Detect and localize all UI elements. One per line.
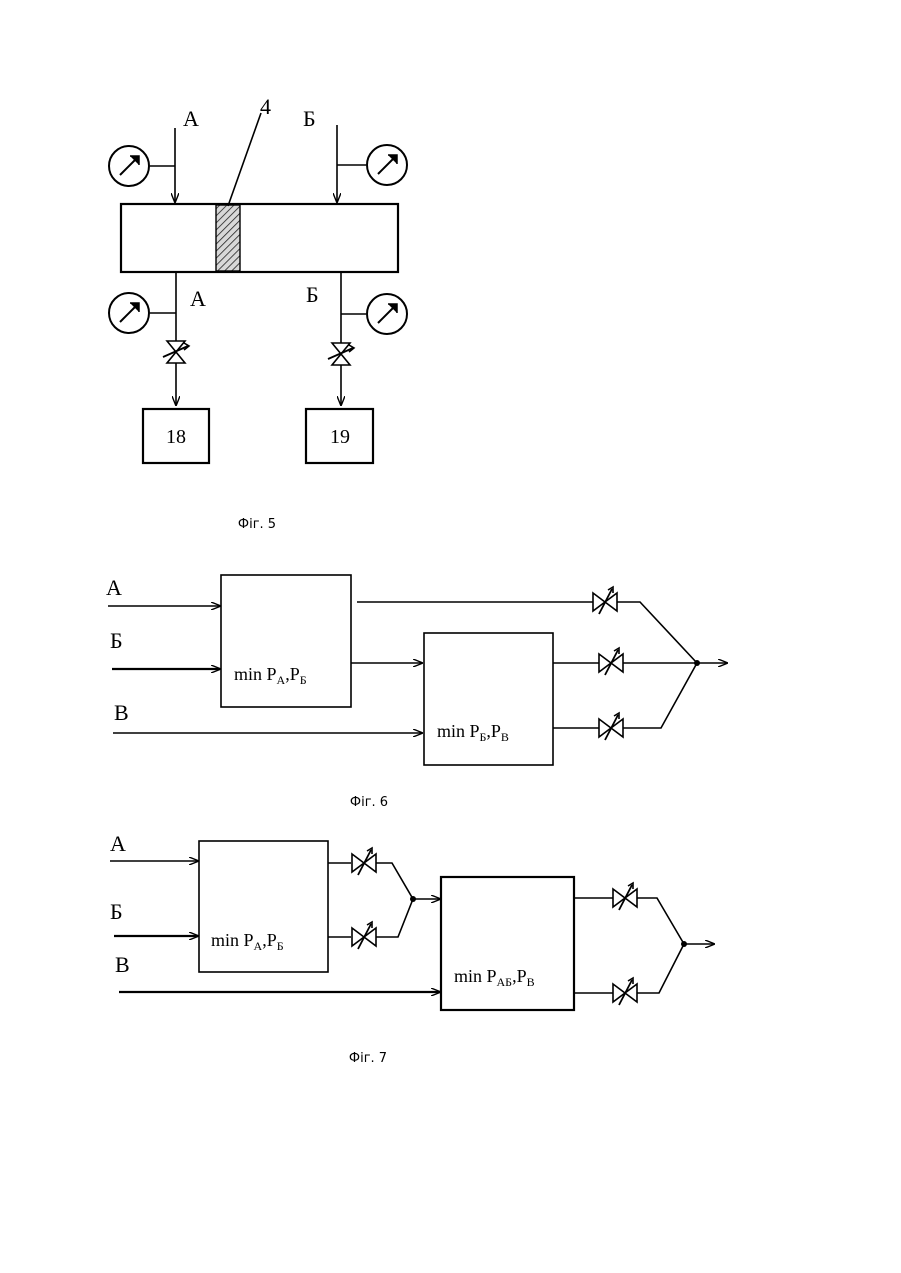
fig6-input-b-label: Б [110, 628, 123, 653]
fig6-caption: Фіг. 6 [350, 795, 388, 810]
fig6-block-min-ab [221, 575, 351, 707]
fig7-diagram: А Б В min PА,PБ min PАБ,PВ Фіг. 7 [110, 831, 714, 1066]
fig7-merge1-bot [376, 899, 413, 937]
fig5-label-b-bottom: Б [306, 282, 319, 307]
fig5-label-element: 4 [260, 94, 271, 119]
fig7-block-min-ab [199, 841, 328, 972]
fig5-sample-element [216, 205, 240, 271]
fig6-diagram: А Б В min PА,PБ min PБ,PВ Фіг. 6 [106, 575, 727, 810]
fig5-valve-left-icon [163, 341, 189, 363]
fig5-diagram: А Б 4 А Б 18 19 Фіг. 5 [109, 94, 407, 532]
fig5-label-a-top: А [183, 106, 199, 131]
fig5-pressure-gauge-bottom-left-icon [109, 293, 149, 333]
fig6-block-min-bc-label: min PБ,PВ [437, 721, 509, 744]
fig6-valve-bot-icon [599, 713, 623, 740]
fig5-pressure-gauge-top-left-icon [109, 146, 149, 186]
fig5-box-19-label: 19 [330, 426, 350, 448]
fig6-input-c-label: В [114, 700, 129, 725]
fig7-caption: Фіг. 7 [349, 1051, 387, 1066]
fig5-valve-right-icon [328, 343, 354, 365]
fig6-merge-bot [623, 663, 697, 728]
fig7-merge2-top [637, 898, 684, 944]
fig7-input-a-label: А [110, 831, 126, 856]
fig7-merge2-bot [637, 944, 684, 993]
fig5-leader-line [228, 113, 261, 206]
fig6-block-min-bc [424, 633, 553, 765]
fig6-valve-top-icon [593, 587, 617, 614]
fig7-block-min-ab-label: min PА,PБ [211, 930, 284, 953]
fig7-valve2-top-icon [613, 883, 637, 910]
fig5-pressure-gauge-bottom-right-icon [367, 294, 407, 334]
fig7-input-c-label: В [115, 952, 130, 977]
fig7-input-b-label: Б [110, 899, 123, 924]
fig6-block-min-ab-label: min PА,PБ [234, 664, 307, 687]
fig7-block-min-abc [441, 877, 574, 1010]
fig7-valve2-bot-icon [613, 978, 637, 1005]
fig7-merge1-top [376, 863, 413, 899]
fig5-caption: Фіг. 5 [238, 517, 276, 532]
fig5-chamber [121, 204, 398, 272]
fig6-input-a-label: А [106, 575, 122, 600]
fig5-pressure-gauge-top-right-icon [367, 145, 407, 185]
fig5-box-18-label: 18 [166, 426, 186, 448]
fig6-merge-top [617, 602, 697, 663]
fig6-valve-mid-icon [599, 648, 623, 675]
fig5-label-a-bottom: А [190, 286, 206, 311]
fig7-valve1-bot-icon [352, 922, 376, 949]
fig7-block-min-abc-label: min PАБ,PВ [454, 966, 535, 989]
fig7-valve1-top-icon [352, 848, 376, 875]
fig5-label-b-top: Б [303, 106, 316, 131]
